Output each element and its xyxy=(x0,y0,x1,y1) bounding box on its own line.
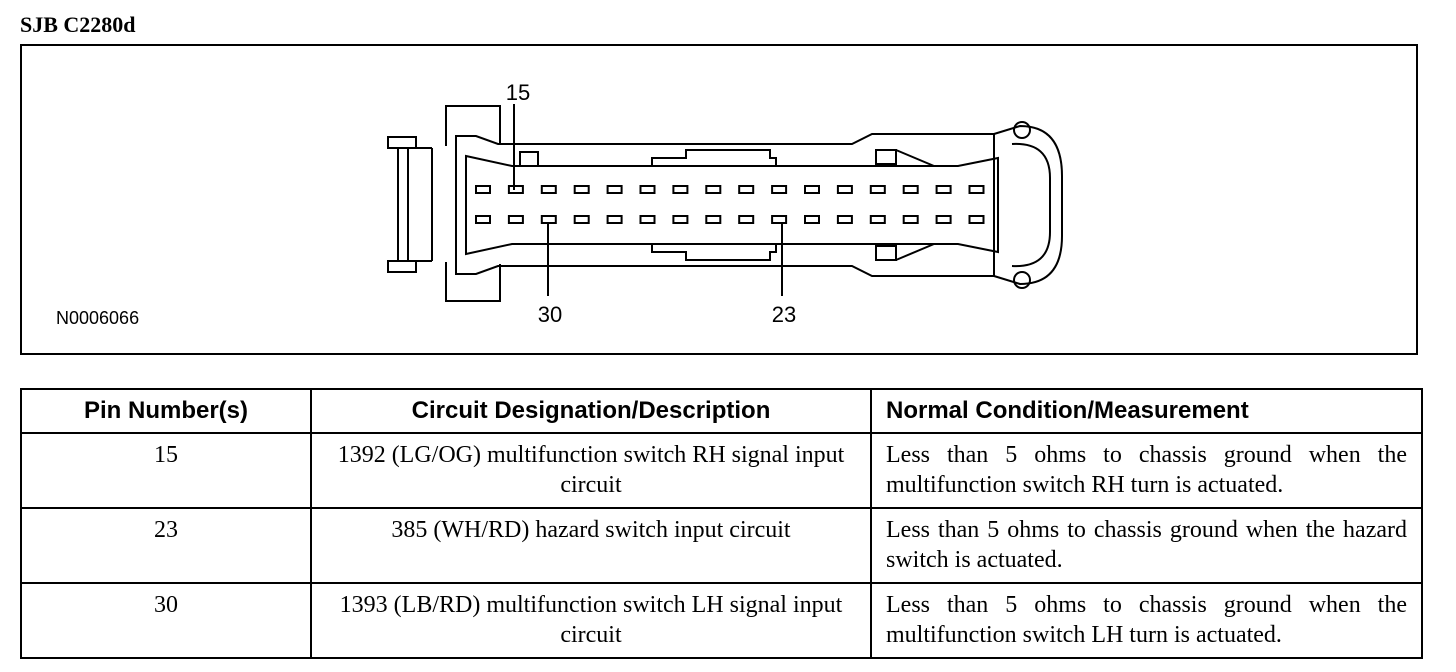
circuit-description-cell: 385 (WH/RD) hazard switch input circuit xyxy=(310,507,872,584)
figure-id: N0006066 xyxy=(56,308,140,328)
column-header-circuit: Circuit Designation/Description xyxy=(310,388,872,434)
connector-boss-bottom xyxy=(1013,271,1031,289)
pin-cavity xyxy=(968,215,985,224)
connector-latch-top xyxy=(387,136,417,149)
pin-cavity xyxy=(672,215,689,224)
connector-tab-top xyxy=(445,105,501,146)
pin-cavity xyxy=(573,185,590,194)
connector-end-cap xyxy=(993,124,1063,286)
connector-latch-bottom xyxy=(387,260,417,273)
connector-cavity xyxy=(465,154,999,256)
pin-callout-30: 30 xyxy=(537,302,563,327)
column-header-condition: Normal Condition/Measurement xyxy=(870,388,1423,434)
pin-cavity xyxy=(540,215,557,224)
table-row: 15 1392 (LG/OG) multifunction switch RH … xyxy=(20,432,1423,509)
pin-cavity xyxy=(935,215,952,224)
pin-number-cell: 30 xyxy=(20,582,312,659)
pin-table: Pin Number(s) Circuit Designation/Descri… xyxy=(20,388,1423,659)
pin-cavity xyxy=(606,185,623,194)
pin-cavity xyxy=(836,185,853,194)
pin-cavity xyxy=(705,185,722,194)
pin-callout-15: 15 xyxy=(505,80,531,105)
condition-cell: Less than 5 ohms to chassis ground when … xyxy=(870,507,1423,584)
connector-drawing xyxy=(387,104,1063,302)
connector-tab-bottom xyxy=(445,262,501,302)
table-row: 23 385 (WH/RD) hazard switch input circu… xyxy=(20,507,1423,584)
pin-cavity xyxy=(573,215,590,224)
pin-cavity xyxy=(475,185,491,194)
pin-number-cell: 23 xyxy=(20,507,312,584)
pin-cavity xyxy=(836,215,853,224)
pin-cavity xyxy=(771,185,788,194)
column-header-pin: Pin Number(s) xyxy=(20,388,312,434)
circuit-description-cell: 1393 (LB/RD) multifunction switch LH sig… xyxy=(310,582,872,659)
pin-cavity xyxy=(738,215,755,224)
pin-callout-23: 23 xyxy=(771,302,797,327)
pin-cavity xyxy=(771,215,788,224)
pin-cavity xyxy=(606,215,623,224)
pin-cavity xyxy=(540,185,557,194)
pin-cavity xyxy=(804,215,820,224)
pin-cavity xyxy=(639,215,656,224)
pin-cavity xyxy=(507,185,524,194)
page-title: SJB C2280d xyxy=(20,12,136,37)
pin-cavity xyxy=(705,215,722,224)
connector-boss-top xyxy=(1013,121,1031,139)
condition-cell: Less than 5 ohms to chassis ground when … xyxy=(870,432,1423,509)
circuit-description-cell: 1392 (LG/OG) multifunction switch RH sig… xyxy=(310,432,872,509)
table-header-row: Pin Number(s) Circuit Designation/Descri… xyxy=(20,388,1423,434)
pin-cavity xyxy=(507,215,524,224)
pin-cavity xyxy=(902,215,919,224)
condition-cell: Less than 5 ohms to chassis ground when … xyxy=(870,582,1423,659)
pin-cavity xyxy=(672,185,689,194)
pin-cavity xyxy=(902,185,919,194)
connector-body xyxy=(455,133,995,277)
pin-cavity xyxy=(968,185,985,194)
pin-cavity xyxy=(869,215,886,224)
pin-cavity xyxy=(738,185,755,194)
pin-number-cell: 15 xyxy=(20,432,312,509)
pin-cavity xyxy=(475,215,491,224)
table-row: 30 1393 (LB/RD) multifunction switch LH … xyxy=(20,582,1423,659)
pin-cavity xyxy=(639,185,656,194)
pin-cavity xyxy=(935,185,952,194)
connector-diagram: N0006066 15 30 23 xyxy=(20,44,1418,355)
pin-cavity xyxy=(804,185,820,194)
pin-cavity xyxy=(869,185,886,194)
